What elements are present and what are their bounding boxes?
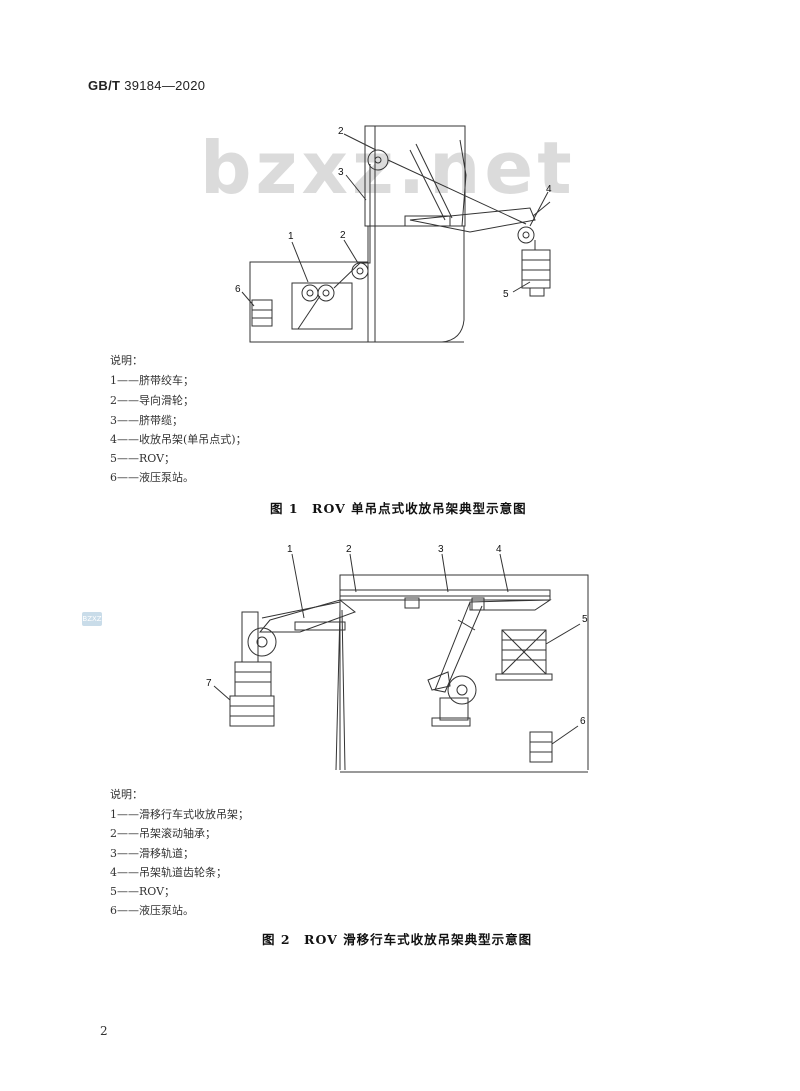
callout-7: 7 (206, 678, 212, 689)
callout-5: 5 (503, 289, 509, 300)
crane-sheave (517, 226, 535, 244)
hydraulic-station (529, 731, 553, 763)
sheave-right (447, 675, 477, 705)
figure-1-legend-title: 说明： (110, 354, 143, 367)
callout-6: 6 (235, 284, 241, 295)
figure-2-legend-item: 4——吊架轨道齿轮条； (110, 866, 227, 879)
callout-1: 1 (288, 231, 294, 242)
standard-code: GB/T 39184—2020 (88, 78, 205, 93)
figure-2-legend-item: 2——吊架滚动轴承； (110, 827, 216, 840)
figure-2-legend-title: 说明： (110, 788, 143, 801)
figure-1-legend-item: 5——ROV； (110, 452, 176, 465)
figure-2-legend-item: 3——滑移轨道； (110, 847, 194, 860)
figure-2-caption: 图 2 ROV 滑移行车式收放吊架典型示意图 (262, 932, 533, 947)
watermark-text: bzxz.net (200, 126, 576, 210)
standard-number: 39184—2020 (124, 78, 206, 93)
sheave-left (247, 627, 277, 657)
callout-1: 1 (287, 544, 293, 555)
callout-3: 3 (338, 167, 344, 178)
callout-4: 4 (546, 184, 552, 195)
callout-4: 4 (496, 544, 502, 555)
guide-pulley-upper (367, 149, 389, 171)
callout-2b: 2 (338, 126, 344, 137)
mast-frame (364, 125, 466, 227)
figure-1-legend-item: 2——导向滑轮； (110, 394, 194, 407)
figure-1-legend-item: 1——脐带绞车； (110, 374, 194, 387)
winch-frame (291, 282, 353, 330)
crane-arm-retracted (434, 601, 483, 693)
ship-hull (249, 225, 465, 343)
callout-3: 3 (438, 544, 444, 555)
figure-2-legend-item: 1——滑移行车式收放吊架； (110, 808, 249, 821)
callout-2: 2 (346, 544, 352, 555)
callout-2a: 2 (340, 230, 346, 241)
callout-6: 6 (580, 716, 586, 727)
figure-2-legend-item: 6——液压泵站。 (110, 904, 194, 917)
guide-pulley-lower (351, 262, 369, 280)
crane-boom (409, 207, 536, 233)
figure-1-drawing: 1 2 2 3 4 5 6 (235, 125, 552, 343)
winch-drum (301, 284, 319, 302)
callout-5: 5 (582, 614, 588, 625)
sliding-rail (339, 589, 551, 601)
figure-2-drawing: 1 2 3 4 5 6 7 (206, 544, 589, 773)
figure-1-legend-item: 4——收放吊架(单吊点式)； (110, 433, 247, 446)
figure-1-legend-item: 6——液压泵站。 (110, 471, 194, 484)
umbilical-cable (333, 164, 371, 289)
hydraulic-station (251, 299, 273, 327)
page-number: 2 (100, 1024, 108, 1038)
ship-structure (339, 574, 589, 770)
side-logo: BZXZ (82, 612, 102, 626)
rov-left (234, 661, 272, 697)
figure-2-legend-item: 5——ROV； (110, 885, 176, 898)
figure-1-caption: 图 1 ROV 单吊点式收放吊架典型示意图 (270, 501, 527, 516)
figure-1-legend-item: 3——脐带缆； (110, 414, 183, 427)
rov-body (521, 249, 551, 289)
standard-prefix: GB/T (88, 78, 121, 93)
rail-rack (469, 599, 552, 611)
umbilical-cable (335, 609, 346, 771)
crane-arm-extended (258, 599, 357, 633)
